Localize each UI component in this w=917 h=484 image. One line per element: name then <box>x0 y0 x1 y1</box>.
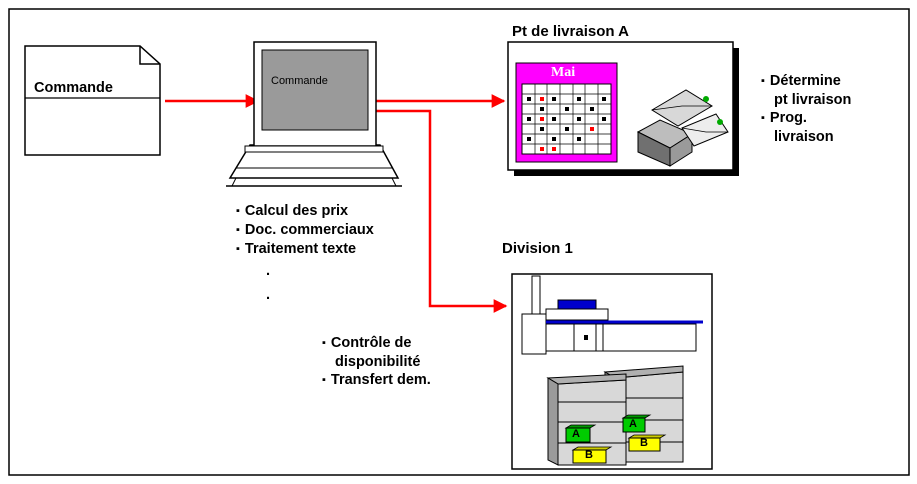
bin-a-right-label: A <box>629 418 637 430</box>
order-document-icon <box>24 45 161 156</box>
task-ellipsis-1: · <box>266 267 271 283</box>
machine-conveyor-icon <box>521 275 703 355</box>
delivery-note-determine: Détermine <box>761 72 851 91</box>
bin-a-right <box>621 414 652 433</box>
task-ellipsis-2: · <box>266 291 271 307</box>
bin-b-left <box>571 446 613 464</box>
delivery-point-title: Pt de livraison A <box>512 23 629 40</box>
bin-b-left-label: B <box>585 449 593 461</box>
calendar-icon <box>515 62 618 163</box>
task-price-calculation: Calcul des prix <box>236 202 374 221</box>
availability-note-transfer: Transfert dem. <box>322 371 431 390</box>
storage-shelves-icon <box>546 365 684 466</box>
division-title: Division 1 <box>502 240 573 257</box>
computer-icon <box>226 41 402 187</box>
flow-arrows <box>165 94 508 313</box>
computer-tasks-list: Calcul des prix Doc. commerciaux Traitem… <box>236 202 374 259</box>
task-commercial-docs: Doc. commerciaux <box>236 221 374 240</box>
outer-frame <box>8 8 910 476</box>
availability-notes: Contrôle de disponibilité Transfert dem. <box>322 334 431 390</box>
calendar-month-label: Mai <box>551 65 576 80</box>
packages-letters-icon <box>636 89 729 167</box>
bin-a-left <box>564 424 597 443</box>
delivery-note-delivery: livraison <box>774 129 834 145</box>
delivery-note-point: pt livraison <box>774 92 852 108</box>
computer-screen-label: Commande <box>271 75 328 87</box>
order-document-label: Commande <box>34 80 113 96</box>
delivery-note-prog: Prog. <box>761 109 851 128</box>
bin-a-left-label: A <box>572 428 580 440</box>
availability-note-availability: disponibilité <box>335 354 421 370</box>
bin-b-right-label: B <box>640 437 648 449</box>
arrow-computer-to-division <box>372 109 508 313</box>
bin-b-right <box>627 434 667 452</box>
task-text-processing: Traitement texte <box>236 240 374 259</box>
delivery-notes: Détermine pt livraison Prog. livraison <box>761 72 851 146</box>
availability-note-check: Contrôle de <box>322 334 431 353</box>
